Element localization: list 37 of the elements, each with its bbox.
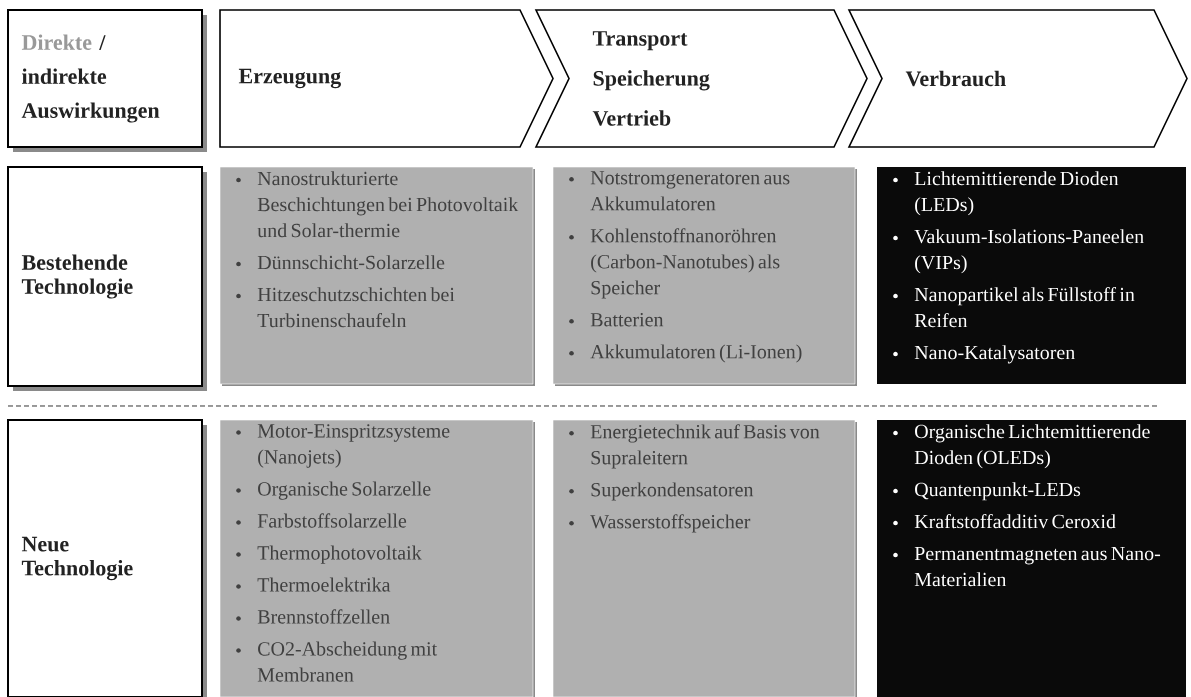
bullet-item: Superkondensatoren: [569, 482, 754, 501]
bullet-item: Thermophotovoltaik: [236, 545, 422, 564]
bullet-item: Quantenpunkt-LEDs: [893, 482, 1081, 501]
bullet-item: Organische Solarzelle: [236, 481, 431, 500]
list-box: [552, 166, 857, 386]
chevron-box: Transport Speicherung Vertrieb: [534, 9, 868, 148]
bullet-item: Hitzeschutzschichten bei Turbinenschaufeln: [236, 287, 455, 328]
list-box: [877, 167, 1186, 384]
list-box: [552, 419, 857, 697]
bullet-item: CO2-Abscheidung mit Membranen: [236, 641, 438, 682]
bullet-item: Brennstoffzellen: [236, 609, 390, 624]
bullet-item: Wasserstoffspeicher: [569, 514, 751, 533]
bullet-item: Farbstoffsolarzelle: [236, 513, 407, 528]
bullet-item: Batterien: [569, 313, 664, 327]
bullet-item: Nanopartikel als Füllstoff in Reifen: [893, 287, 1135, 328]
bullet-item: Nanostrukturierte Beschichtungen bei Photovoltaik und Solar-thermie: [236, 171, 519, 238]
bullet-item: Dünnschicht-Solarzelle: [236, 255, 445, 270]
list-box: [219, 419, 535, 697]
bullet-item: Lichtemittierende Dioden (LEDs): [893, 171, 1119, 216]
bullet-item: Notstromgeneratoren aus Akkumulatoren: [569, 171, 790, 211]
bullet-item: Permanentmagneten aus Nano-Materialien: [893, 547, 1161, 587]
bullet-item: Akkumulatoren (Li-Ionen): [569, 344, 802, 363]
bullet-item: Thermoelektrika: [236, 577, 391, 592]
list-box: [877, 420, 1186, 697]
bullet-item: Motor-Einspritzsysteme (Nanojets): [236, 424, 450, 468]
row-label-box: Bestehende Technologie: [7, 166, 207, 391]
bullet-item: Vakuum-Isolations-Paneelen (VIPs): [893, 229, 1144, 274]
bullet-item: Energietechnik auf Basis von Supraleitern: [569, 424, 820, 469]
chevron-box: Erzeugung: [219, 9, 554, 148]
row-label-box: Neue Technologie: [7, 419, 207, 697]
bullet-item: Kraftstoffadditiv Ceroxid: [893, 514, 1116, 529]
list-box: [219, 166, 535, 386]
bullet-item: Nano-Katalysatoren: [893, 345, 1075, 364]
bullet-item: Organische Lichtemittierende Dioden (OLEDs): [893, 424, 1150, 469]
header-box: Direkte / indirekte Auswirkungen: [7, 9, 207, 152]
bullet-item: Kohlenstoffnanoröhren (Carbon-Nanotubes) als Speicher: [569, 228, 780, 299]
chevron-box: Verbrauch: [847, 9, 1188, 148]
